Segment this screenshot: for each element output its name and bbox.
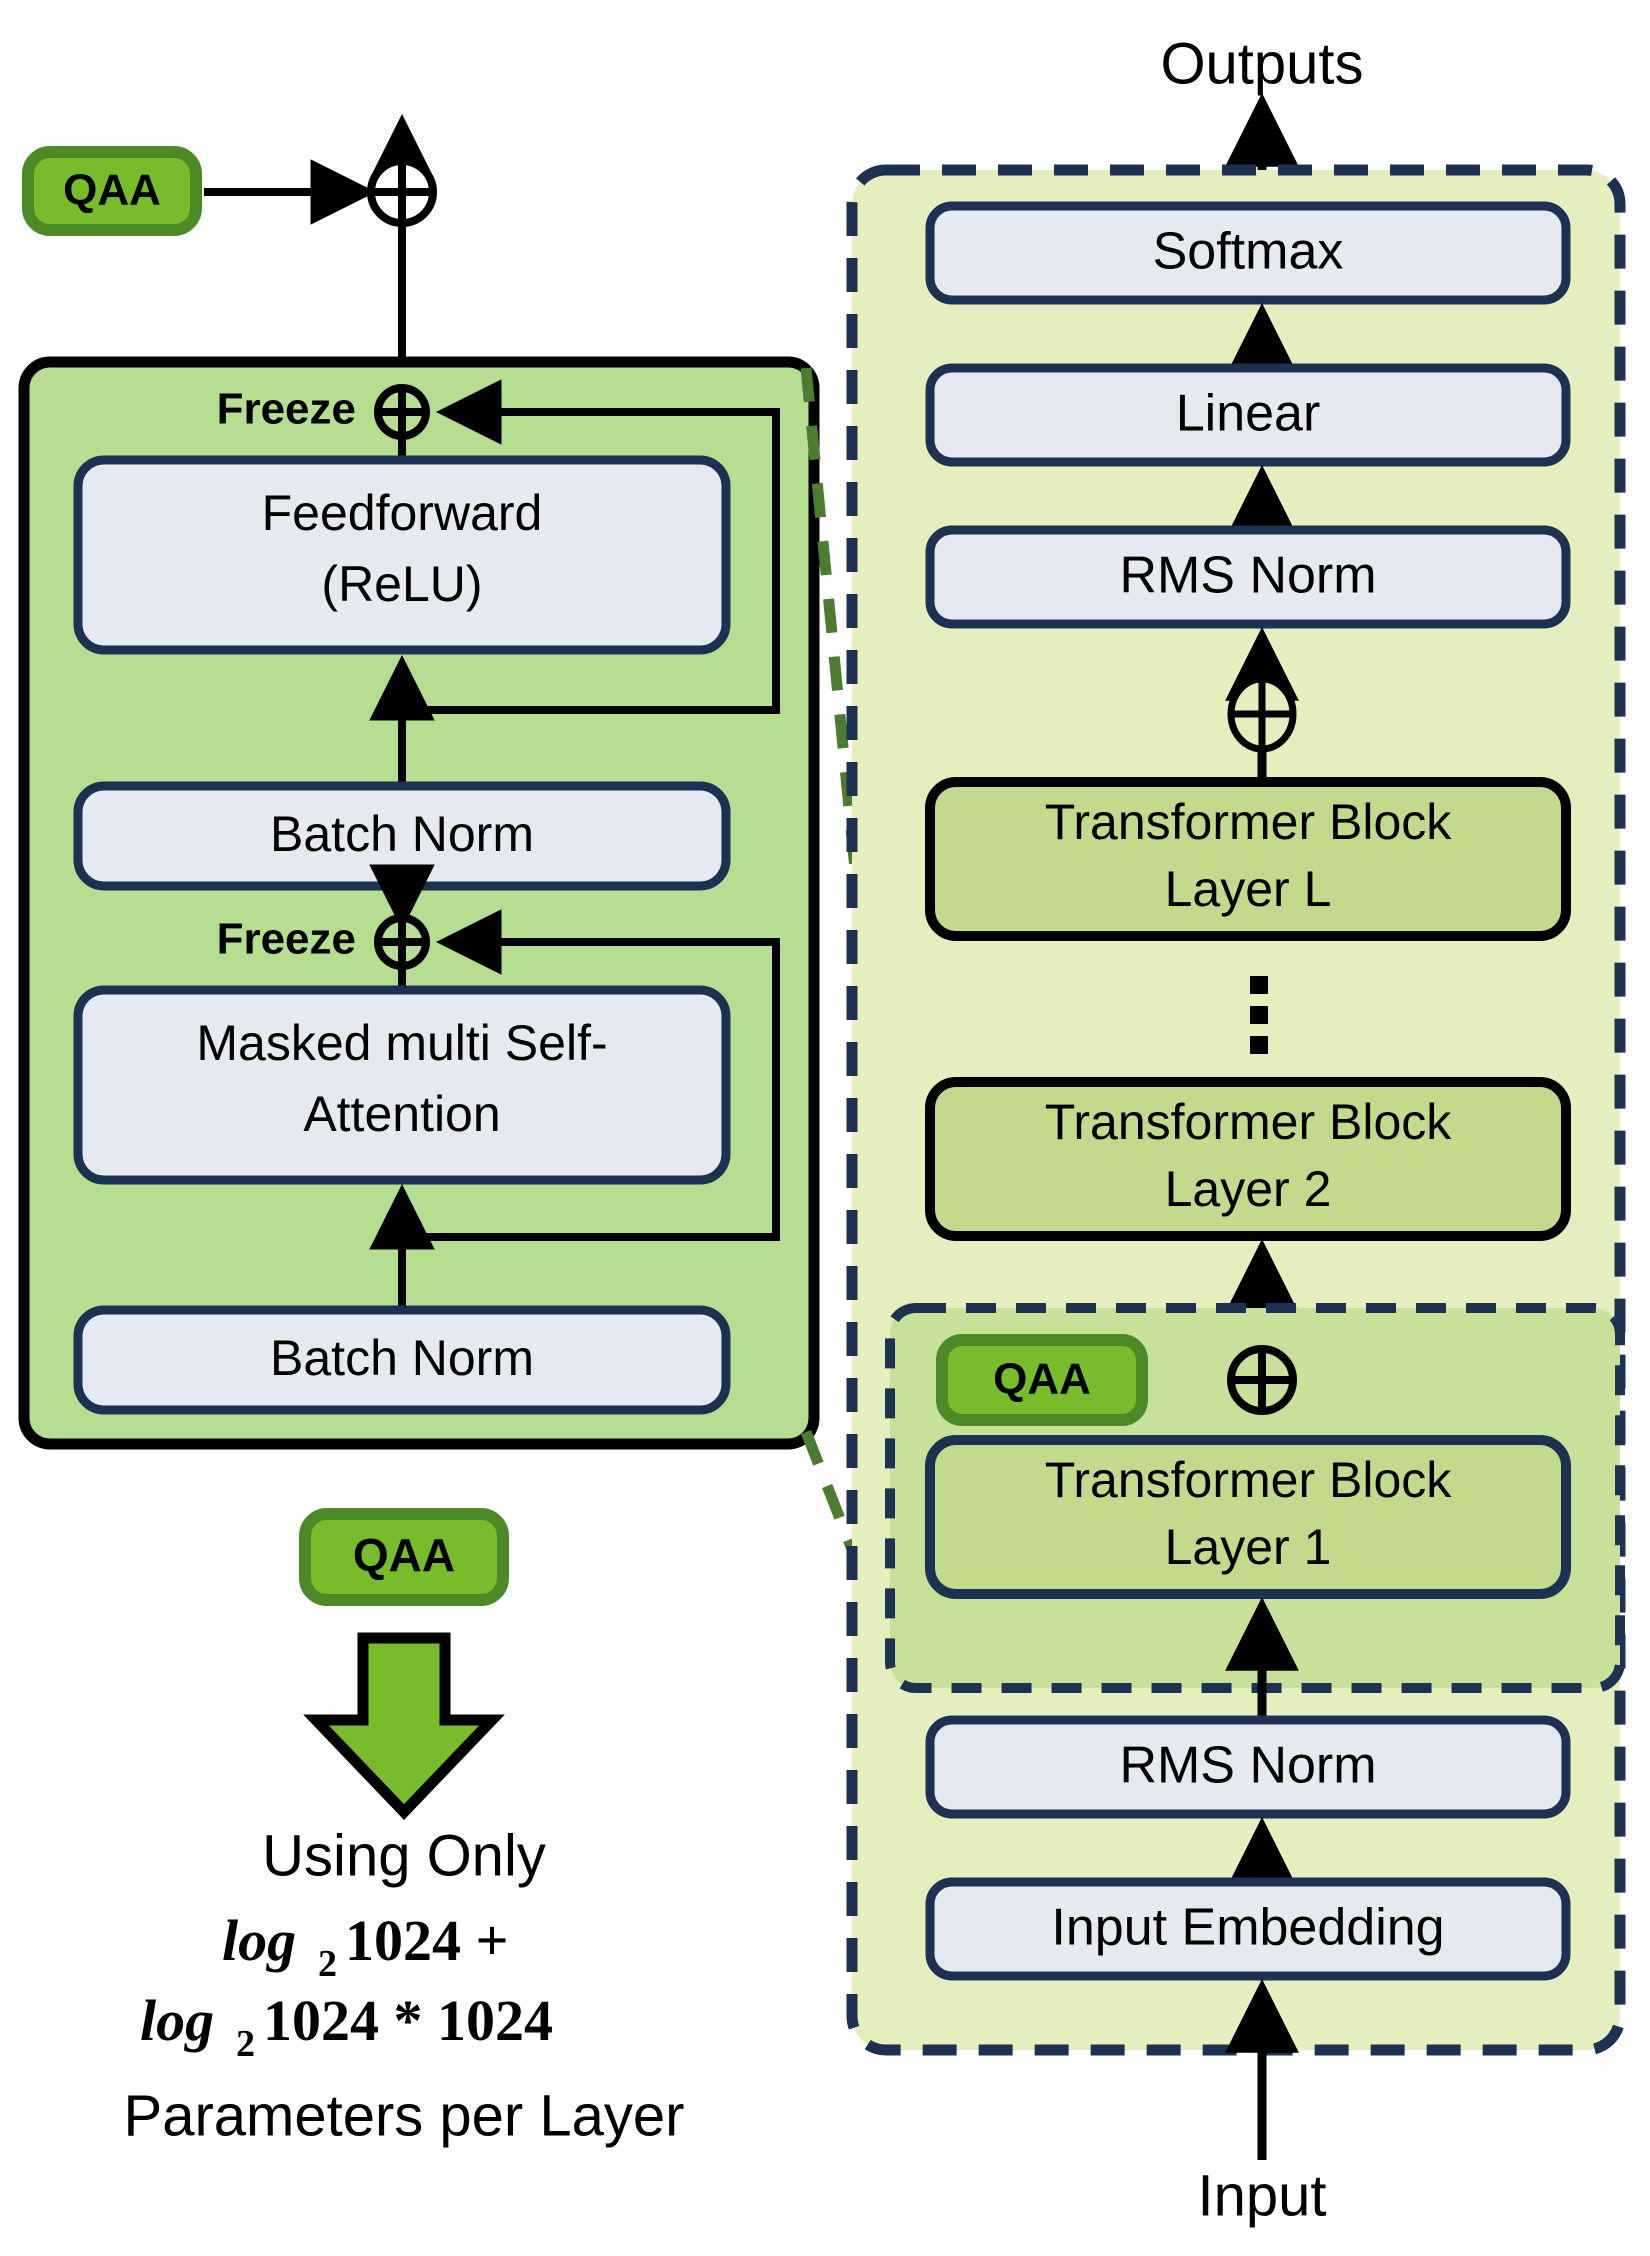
right-block-input-embedding: Input Embedding xyxy=(925,1877,1571,1981)
masked-attention-label-line1: Masked multi Self- xyxy=(196,1015,607,1071)
feedforward-label-line2: (ReLU) xyxy=(321,556,482,612)
left-qaa-bottom: QAA xyxy=(299,1508,509,1606)
input-embedding-label: Input Embedding xyxy=(1051,1899,1444,1957)
right-block-rms-norm-top: RMS Norm xyxy=(925,525,1571,629)
left-block-batchnorm-lower: Batch Norm xyxy=(73,1305,731,1415)
right-qaa-label: QAA xyxy=(993,1355,1091,1404)
input-embedding-box[interactable] xyxy=(925,1877,1571,1981)
rms-norm-top-box[interactable] xyxy=(925,525,1571,629)
caption-line-4: Parameters per Layer xyxy=(124,2083,685,2148)
linear-label: Linear xyxy=(1176,385,1321,443)
right-block-transformer-L: Transformer Block Layer L xyxy=(925,777,1571,941)
transformer-block-L-box[interactable] xyxy=(925,777,1571,941)
batch-norm-lower-box[interactable] xyxy=(73,1305,731,1415)
transformer-block-2-line2: Layer 2 xyxy=(1165,1161,1332,1217)
caption-line-3-sub: 2 xyxy=(236,2023,255,2065)
left-block-batchnorm-upper: Batch Norm xyxy=(73,781,731,891)
transformer-block-L-line2: Layer L xyxy=(1165,861,1332,917)
transformer-block-1-box[interactable] xyxy=(925,1435,1571,1599)
transformer-block-2-line1: Transformer Block xyxy=(1045,1094,1453,1150)
batch-norm-lower-label: Batch Norm xyxy=(270,1330,534,1386)
right-residual-plus xyxy=(1227,675,1297,753)
caption-line-2-rest: 1024 + xyxy=(345,1908,509,1973)
residual-path-feedforward xyxy=(402,379,780,714)
big-down-arrow-icon xyxy=(303,1632,505,1820)
transformer-block-1-line1: Transformer Block xyxy=(1045,1452,1453,1508)
left-residual-plus-outer xyxy=(367,157,437,227)
caption-line-3-rest: 1024 * 1024 xyxy=(263,1988,553,2053)
left-residual-plus-upper xyxy=(374,384,430,440)
right-qaa: QAA xyxy=(936,1334,1148,1426)
softmax-box[interactable] xyxy=(925,201,1571,305)
linear-box[interactable] xyxy=(925,363,1571,467)
feedforward-label-line1: Feedforward xyxy=(262,485,543,541)
caption-line-3-log: log xyxy=(140,1988,214,2053)
qaa-top-box[interactable] xyxy=(22,146,202,236)
caption-line-2-log: log xyxy=(222,1908,296,1973)
rms-norm-top-label: RMS Norm xyxy=(1119,547,1376,605)
input-label: Input xyxy=(1198,2163,1327,2228)
batch-norm-upper-label: Batch Norm xyxy=(270,806,534,862)
left-block-feedforward: Feedforward (ReLU) xyxy=(73,455,731,655)
right-block-rms-norm-bottom: RMS Norm xyxy=(925,1715,1571,1819)
transformer-block-L-line1: Transformer Block xyxy=(1045,794,1453,850)
right-block-softmax: Softmax xyxy=(925,201,1571,305)
qaa-top-label: QAA xyxy=(63,166,161,215)
masked-attention-box[interactable] xyxy=(73,985,731,1185)
qaa-bottom-box[interactable] xyxy=(299,1508,509,1606)
outputs-label: Outputs xyxy=(1160,31,1363,96)
rms-norm-bottom-box[interactable] xyxy=(925,1715,1571,1819)
residual-path-attention xyxy=(402,909,780,1241)
freeze-label-upper: Freeze xyxy=(217,385,356,434)
feedforward-box[interactable] xyxy=(73,455,731,655)
left-residual-plus-lower xyxy=(374,914,430,970)
transformer-block-1-line2: Layer 1 xyxy=(1165,1519,1332,1575)
vertical-ellipsis-icon xyxy=(1250,976,1268,1054)
rms-norm-bottom-label: RMS Norm xyxy=(1119,1737,1376,1795)
right-qaa-box[interactable] xyxy=(936,1334,1148,1426)
softmax-label: Softmax xyxy=(1153,223,1344,281)
caption-line-1: Using Only xyxy=(262,1823,546,1888)
masked-attention-label-line2: Attention xyxy=(303,1086,500,1142)
right-block-transformer-2: Transformer Block Layer 2 xyxy=(925,1077,1571,1241)
right-block-transformer-1: Transformer Block Layer 1 xyxy=(925,1435,1571,1599)
caption-line-3: log 2 1024 * 1024 xyxy=(140,1988,553,2065)
left-qaa-top: QAA xyxy=(22,146,202,236)
right-qaa-plus xyxy=(1227,1345,1297,1415)
caption-line-2: log 2 1024 + xyxy=(222,1908,509,1985)
qaa-bottom-label: QAA xyxy=(353,1529,455,1581)
left-block-masked-attention: Masked multi Self- Attention xyxy=(73,985,731,1185)
caption-line-2-sub: 2 xyxy=(318,1943,337,1985)
freeze-label-lower: Freeze xyxy=(217,915,356,964)
right-block-linear: Linear xyxy=(925,363,1571,467)
transformer-block-2-box[interactable] xyxy=(925,1077,1571,1241)
